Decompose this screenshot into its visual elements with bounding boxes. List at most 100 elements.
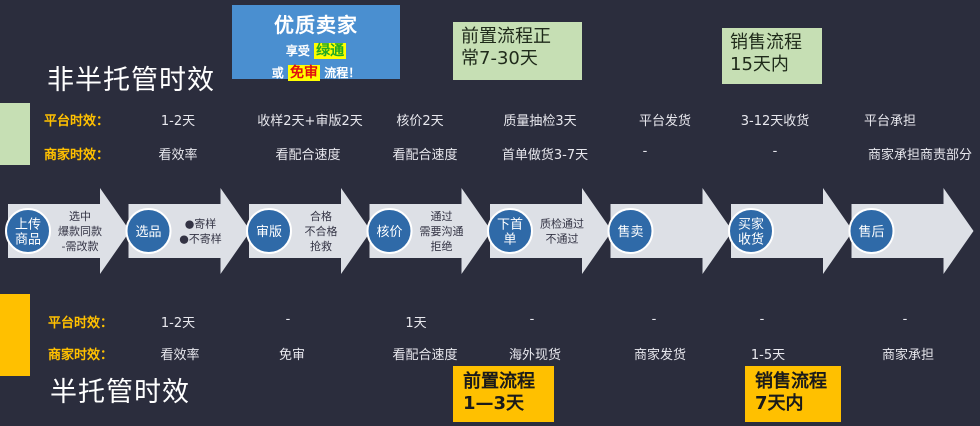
badge-title: 优质卖家 [274,13,358,37]
flow-step-label: 单 [503,233,516,248]
bottom-merchant-cell: 看效率 [160,348,200,363]
bottom-yellow-bar [0,294,30,376]
bottom-platform-cell: - [902,312,908,327]
flow-step-note: 爆款同款 [58,224,102,238]
flow-step-note: 不合格 [305,224,338,238]
top-platform-cell: 1-2天 [160,114,196,129]
top-section-title: 非半托管时效 [47,65,215,96]
flow-step-circle [487,208,533,254]
flow-arrow [851,188,974,274]
flow-step-label: 商品 [15,233,41,248]
flow-step-note: 合格 [310,209,332,223]
flow-arrow [128,188,251,274]
bottom-merchant-cell: 看配合速度 [392,348,458,363]
top-pre-line2: 常7-30天 [461,48,538,69]
top-platform-cell: 平台发货 [638,114,692,129]
flow-step-label: 下首 [497,218,523,233]
flow-step-circle [5,208,51,254]
flow-step-note: ●寄样 [185,217,217,231]
flow-step-circle [728,208,774,254]
flow-step-circle [366,208,413,254]
top-platform-label: 平台时效： [44,114,110,129]
bottom-sale-line2: 7天内 [755,393,804,414]
top-sale-line2: 15天内 [730,54,789,75]
badge-line2-prefix: 或 [271,66,284,80]
bottom-platform-cell: - [285,312,291,327]
premium-seller-badge: 优质卖家 享受 绿通 或 免审 流程！ [232,5,400,82]
top-platform-cell: 核价2天 [396,114,444,129]
flow-step-note: 拒绝 [431,239,453,253]
bottom-merchant-cell: 1-5天 [750,348,786,363]
flow-step-label: 上传 [15,218,41,233]
flow-step-note: 质检通过 [540,217,584,231]
top-platform-cell: 收样2天+审版2天 [257,114,363,129]
top-merchant-cell: 看配合速度 [275,148,341,163]
flow-step: 售卖 [607,188,733,274]
top-sale-line1: 销售流程 [730,32,802,53]
bottom-sale-process-callout: 销售流程 7天内 [745,366,841,422]
top-platform-cell: 平台承担 [863,114,917,129]
flow-step-circle [607,208,654,254]
flow-step-note: 选中 [69,210,91,223]
flow-arrow [8,188,130,274]
flow-step-label: 审版 [256,225,282,240]
top-merchant-cell: 看配合速度 [392,148,458,163]
top-merchant-cell: 看效率 [158,148,198,163]
bottom-platform-cell: - [529,312,535,327]
top-merchant-cell: - [642,144,648,159]
flow-step-note: 抢救 [310,239,332,253]
bottom-merchant-label: 商家时效： [48,348,114,363]
top-merchant-cell: - [772,144,778,159]
flow-step-label: 买家 [738,217,764,233]
flow-step-label: 选品 [135,225,161,240]
badge-line-2: 或 免审 流程！ [232,62,400,82]
flow-step-note: 不通过 [546,233,579,246]
badge-review-exempt: 免审 [288,65,320,81]
flow-step-note: ●不寄样 [179,232,222,246]
flow-step-note: 通过 [431,210,453,223]
flow-arrow [610,188,733,274]
top-pre-process-callout: 前置流程正 常7-30天 [453,22,582,80]
top-green-bar [0,103,30,165]
flow-step-circle [848,208,895,254]
flow-step-circle [246,208,292,254]
bottom-pre-process-callout: 前置流程 1—3天 [453,366,554,422]
bottom-merchant-cell: 海外现货 [508,348,562,363]
top-sale-process-callout: 销售流程 15天内 [722,28,822,84]
bottom-merchant-cell: 免审 [278,348,306,363]
flow-arrow [731,188,853,274]
bottom-pre-line1: 前置流程 [463,371,535,392]
flow-step: 选品 ●寄样●不寄样 [125,188,251,274]
badge-line1-prefix: 享受 [285,44,310,58]
bottom-sale-line1: 销售流程 [755,371,827,392]
flow-step-label: 售后 [858,224,884,240]
flow-step-label: 收货 [738,232,764,248]
top-merchant-cell: 商家承担商责部分 [867,148,973,163]
bottom-platform-label: 平台时效： [48,316,114,331]
top-platform-cell: 3-12天收货 [740,114,810,129]
flow-arrow [249,188,371,274]
flow-step-label: 售卖 [617,224,643,240]
bottom-pre-line2: 1—3天 [463,393,525,414]
top-merchant-label: 商家时效： [44,148,110,163]
bottom-platform-cell: 1天 [405,316,427,331]
badge-line2-suffix: 流程！ [324,66,361,80]
flow-arrow [369,188,492,274]
top-pre-line1: 前置流程正 [461,26,551,47]
bottom-platform-cell: - [651,312,657,327]
flow-step: 售后 [848,188,974,274]
bottom-platform-cell: 1-2天 [160,316,196,331]
flow-step-label: 核价 [376,225,402,240]
flow-step-circle [125,208,172,254]
bottom-merchant-cell: 商家承担 [881,348,935,363]
bottom-platform-cell: - [759,312,765,327]
flow-step-note: -需改款 [62,239,99,253]
badge-green-channel: 绿通 [314,43,347,59]
flow-step-note: 需要沟通 [420,225,464,238]
